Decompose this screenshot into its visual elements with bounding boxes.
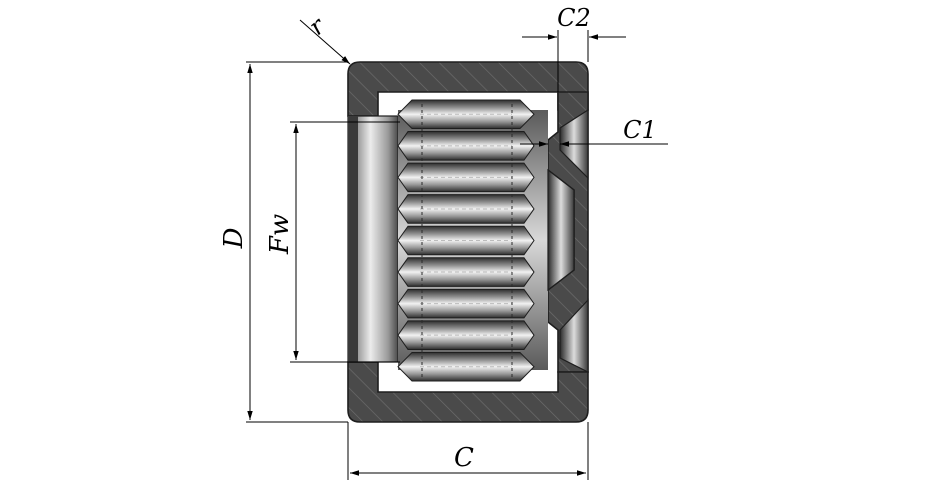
label-c2: C2 [557,4,591,32]
bore-lip-shadow [348,116,358,362]
label-c: C [454,443,474,473]
needle-rollers [397,99,535,382]
dimension-fw: Fw [265,121,400,363]
dimension-c: C [347,422,589,480]
end-bore [547,168,575,292]
dimension-c2: C2 [522,4,626,92]
label-fw: Fw [265,214,295,255]
dimension-d: D [219,61,348,423]
end-cone-bottom [559,298,589,373]
dimension-r: r [299,11,351,65]
label-c1: C1 [623,116,657,144]
dimension-c1: C1 [520,116,668,147]
label-d: D [219,227,249,249]
outer-ring-bottom [347,361,589,423]
